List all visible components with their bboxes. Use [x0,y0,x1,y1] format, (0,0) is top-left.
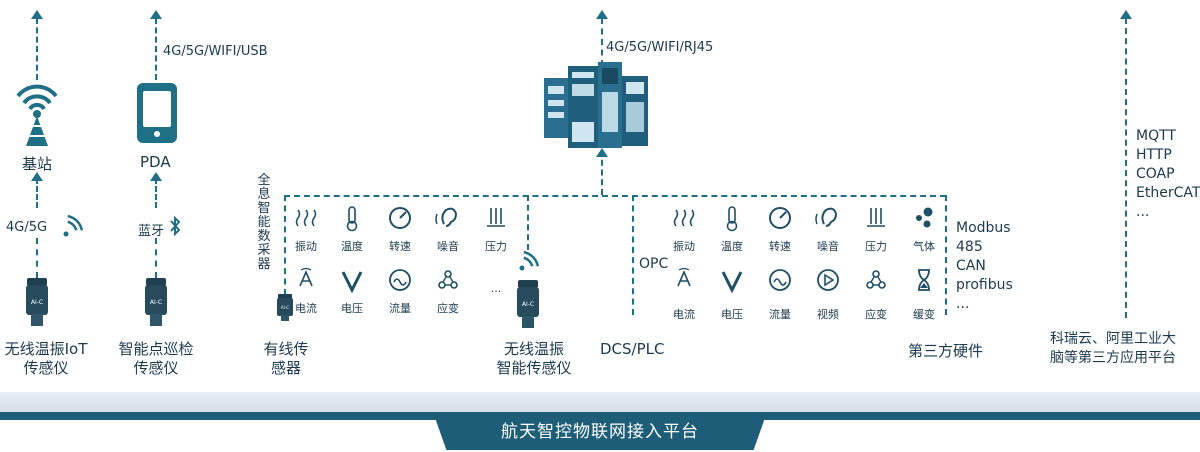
right-label-8: 流量 [760,306,800,322]
left-label-9: ... [476,282,516,295]
left-label-6: 电压 [332,300,372,316]
iot-sensor-icon: AI-C [26,278,48,328]
flow-icon [766,266,794,294]
strain-icon [434,266,462,294]
arrow-up-icon [150,10,162,19]
strain-icon [862,266,890,294]
right-label-3: 噪音 [808,238,848,254]
video-icon [814,266,842,294]
current-icon [292,266,320,294]
pda-label: PDA [140,153,171,171]
arrow-up-icon [150,172,162,181]
uplink-line-cloud [1125,18,1127,318]
bluetooth-icon [168,214,182,238]
vibration-icon [292,204,320,232]
ear-noise-icon [814,204,842,232]
right-label-1: 温度 [712,238,752,254]
cloud-protocol-list: MQTT HTTP COAP EtherCAT ... [1136,127,1200,222]
speedometer-icon [766,204,794,232]
voltage-icon [338,266,366,294]
voltage-icon [718,266,746,294]
pda-link-label: 蓝牙 [138,220,164,239]
bus-dcs-drop [632,195,634,315]
arrow-up-icon [31,10,43,19]
right-label-9: 视频 [808,306,848,322]
right-label-0: 振动 [664,238,704,254]
left-label-1: 温度 [332,238,372,254]
wired-caption: 有线传感器 [248,340,324,378]
left-label-3: 噪音 [428,238,468,254]
iot-link-line [36,178,38,208]
pressure-icon [862,204,890,232]
pda-sensor-line [155,238,157,278]
signal-icon [58,212,86,240]
iot-link-label: 4G/5G [6,220,47,235]
svg-text:AI-C: AI-C [150,299,162,306]
base-station-icon [14,76,60,148]
iot-sensor-line [36,238,38,278]
hourglass-icon [910,266,938,294]
svg-text:AI-C: AI-C [31,299,43,306]
pda-phone-icon [136,82,178,144]
bus-wireless-drop [527,195,529,250]
right-label-6: 电流 [664,306,704,322]
arrow-up-icon [596,10,608,19]
thermometer-icon [338,204,366,232]
gas-icon [910,204,938,232]
hub-bus-line [284,195,946,197]
left-label-4: 压力 [476,238,516,254]
left-label-7: 流量 [380,300,420,316]
platform-base [0,392,1200,414]
pda-caption: 智能点巡检传感仪 [108,340,204,378]
arrow-up-icon [31,172,43,181]
wireless-caption: 无线温振智能传感仪 [484,340,584,378]
platform-title: 航天智控物联网接入平台 [433,412,767,450]
right-label-7: 电压 [712,306,752,322]
hw-protocol-list: Modbus 485 CAN profibus ... [956,219,1013,314]
speedometer-icon [386,204,414,232]
current-icon [670,266,698,294]
right-label-5: 气体 [904,238,944,254]
hub-uplink-label: 4G/5G/WIFI/RJ45 [606,40,713,55]
wireless-signal-icon [514,248,542,272]
left-label-5: 电流 [286,300,326,316]
right-label-11: 缓变 [904,306,944,322]
right-label-2: 转速 [760,238,800,254]
arrow-up-icon [1120,10,1132,19]
pda-uplink-label: 4G/5G/WIFI/USB [163,44,268,59]
dcs-caption: DCS/PLC [600,340,664,358]
ear-noise-icon [434,204,462,232]
left-label-2: 转速 [380,238,420,254]
bus-third-drop [945,195,947,315]
base-station-label: 基站 [22,153,52,174]
cloud-caption: 科瑞云、阿里工业大脑等第三方应用平台 [1050,330,1200,368]
uplink-line-hub [601,18,603,66]
opc-label: OPC [639,256,668,272]
gateway-controller-icon [544,62,650,152]
thermometer-icon [718,204,746,232]
left-label-8: 应变 [428,300,468,316]
vibration-icon [670,204,698,232]
third-hw-caption: 第三方硬件 [908,340,983,361]
pressure-icon [482,204,510,232]
uplink-line-iot [36,18,38,80]
uplink-line-pda [155,18,157,80]
pda-sensor-icon: AI-C [145,278,167,328]
collector-vertical-label: 全息智能数采器 [257,174,271,272]
flow-icon [386,266,414,294]
pda-link-line [155,178,157,208]
wireless-sensor-icon: AI-C [517,280,539,330]
svg-text:AI-C: AI-C [522,301,534,308]
left-label-0: 振动 [286,238,326,254]
right-label-10: 应变 [856,306,896,322]
right-label-4: 压力 [856,238,896,254]
